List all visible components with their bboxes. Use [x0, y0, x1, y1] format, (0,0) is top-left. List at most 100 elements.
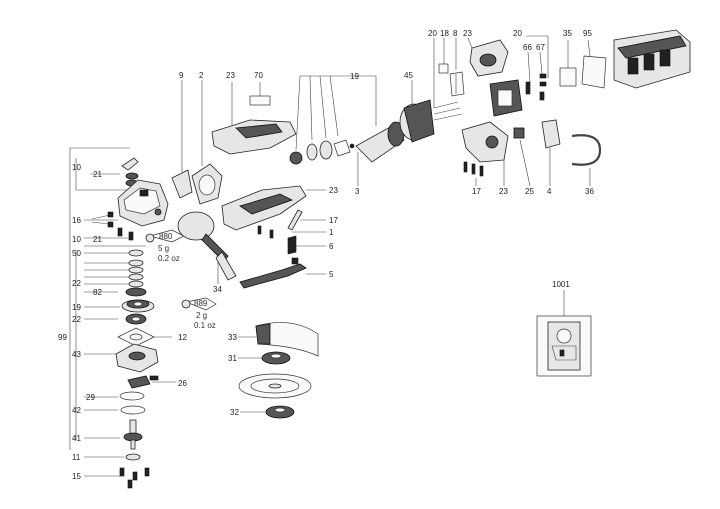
lubricant-880-ounces: 0.2 oz: [158, 254, 180, 263]
part-23-housing-bottom: [221, 185, 326, 231]
callout-67: 67: [536, 43, 545, 52]
part-32-nut: [240, 405, 295, 419]
part-electronics-board: [489, 79, 523, 117]
part-43-flange: [115, 343, 159, 373]
callout-43: 43: [72, 350, 81, 359]
part-18-label: [438, 63, 449, 74]
part-12-gasket: [117, 327, 155, 347]
callout-26: 26: [178, 379, 187, 388]
part-20-contacts: [433, 101, 463, 121]
part-5-switch-lever: [239, 257, 326, 289]
callout-36: 36: [585, 187, 594, 196]
part-29-ring: [119, 391, 145, 401]
detail-1001-box: [536, 290, 592, 377]
callout-5: 5: [329, 270, 334, 279]
callout-70: 70: [254, 71, 263, 80]
callout-25: 25: [525, 187, 534, 196]
part-45-stator: [399, 80, 435, 143]
part-19-armature-group: [289, 75, 405, 186]
callout-21-upper: 21: [93, 170, 102, 179]
lubricant-labels: 880 5 g 0.2 oz 889 2 g 0.1 oz: [158, 232, 216, 330]
callout-10-lower: 10: [72, 235, 81, 244]
part-9-bracket: [171, 80, 193, 199]
callout-33: 33: [228, 333, 237, 342]
callout-95: 95: [583, 29, 592, 38]
callout-35: 35: [563, 29, 572, 38]
callout-42: 42: [72, 406, 81, 415]
callout-23-housing-top: 23: [226, 71, 235, 80]
callout-99: 99: [58, 333, 67, 342]
callout-3: 3: [355, 187, 360, 196]
part-gear-housing: [117, 179, 169, 227]
part-35-label: [559, 67, 577, 87]
lubricant-889-ounces: 0.1 oz: [194, 321, 216, 330]
part-95-plate: [581, 55, 607, 89]
part-19-bevel-gear: [121, 299, 155, 313]
callout-41: 41: [72, 434, 81, 443]
callout-82: 82: [93, 288, 102, 297]
lubricant-880-code: 880: [159, 232, 173, 241]
callout-4: 4: [547, 187, 552, 196]
callout-16: 16: [72, 216, 81, 225]
part-17-screw-mid: [287, 209, 326, 231]
callout-22-lower: 22: [72, 315, 81, 324]
part-66-67-contacts: [525, 73, 547, 101]
part-42-ring: [120, 405, 146, 415]
callout-66: 66: [523, 43, 532, 52]
part-23-cover-lower: [461, 121, 509, 186]
callout-23-housing-bottom: 23: [329, 186, 338, 195]
part-15-screws: [119, 467, 150, 489]
callout-29: 29: [86, 393, 95, 402]
part-washer-stack: [125, 249, 147, 297]
lubricant-889-grams: 2 g: [196, 311, 207, 320]
callout-17-mid: 17: [329, 216, 338, 225]
upper-right-leaders: [433, 35, 591, 108]
callout-1001: 1001: [552, 280, 570, 289]
part-34-side-handle: [177, 211, 237, 284]
part-33-guard: [238, 322, 319, 357]
part-23-housing-top: [211, 82, 297, 155]
callout-20-left: 20: [428, 29, 437, 38]
left-bracket-lines: [69, 147, 176, 477]
callout-8: 8: [453, 29, 458, 38]
part-11-washer: [125, 453, 141, 461]
callout-12: 12: [178, 333, 187, 342]
callout-17-right: 17: [472, 187, 481, 196]
part-17-screws-right: [463, 161, 484, 186]
part-22-bearing: [125, 313, 147, 325]
callout-labels: 10 21 16 10 21 50 22 82 19 22 99 12 43 2…: [58, 29, 594, 481]
lubricant-880-grams: 5 g: [158, 244, 169, 253]
callout-18: 18: [440, 29, 449, 38]
callout-9: 9: [179, 71, 184, 80]
callout-21-lower: 21: [93, 235, 102, 244]
part-26-spindle-lock: [127, 375, 159, 389]
callout-10-upper: 10: [72, 163, 81, 172]
part-41-spindle: [123, 419, 143, 450]
callout-11: 11: [72, 453, 81, 462]
part-1-screws-mid: [257, 225, 326, 239]
callout-1: 1: [329, 228, 334, 237]
part-21-screws: [117, 227, 134, 241]
callout-50: 50: [72, 249, 81, 258]
callout-23-cover-lower: 23: [499, 187, 508, 196]
callout-20-right: 20: [513, 29, 522, 38]
part-31-flange: [238, 351, 291, 365]
lubricant-889-tag: [181, 297, 217, 311]
callout-15: 15: [72, 472, 81, 481]
part-23-cover-top: [469, 39, 509, 77]
part-4-cap: [541, 119, 561, 186]
callout-19-left: 19: [72, 303, 81, 312]
part-36-strap: [571, 134, 602, 186]
part-2-flange-ring: [191, 80, 223, 205]
callout-6: 6: [329, 242, 334, 251]
part-6-spring: [287, 235, 326, 255]
part-10-nut-group: [121, 157, 139, 187]
callout-34: 34: [213, 285, 222, 294]
battery-pack: [613, 29, 691, 89]
callout-19-top: 19: [350, 72, 359, 81]
callout-32: 32: [230, 408, 239, 417]
part-8-clip: [449, 71, 465, 97]
callout-22-upper: 22: [72, 279, 81, 288]
callout-45: 45: [404, 71, 413, 80]
